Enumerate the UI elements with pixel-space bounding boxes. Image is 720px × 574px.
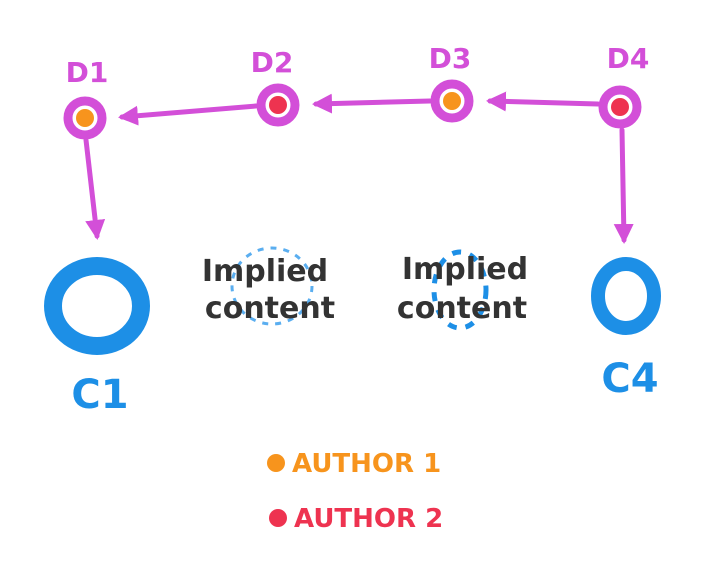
arrow-d4-c4 (613, 127, 634, 244)
author1-dot (443, 92, 461, 110)
author1-dot (267, 454, 285, 472)
content-label: C1 (71, 372, 128, 418)
node-label: D2 (251, 46, 294, 79)
legend: AUTHOR 1 AUTHOR 2 (267, 449, 443, 534)
implied-dashed-circle (431, 249, 489, 331)
implied-label-line1: Implied (202, 254, 328, 289)
content-c1: C1 (44, 257, 150, 418)
arrow-d2-d1 (118, 103, 259, 126)
implied-label-line2: content (397, 291, 527, 326)
node-d1: D1 (63, 56, 109, 140)
author2-dot (269, 509, 287, 527)
implied-label-line1: Implied (402, 252, 528, 287)
node-d4: D4 (598, 42, 650, 129)
implied-dashed-circle (230, 246, 314, 326)
arrow-d4-d3 (486, 91, 601, 112)
author1-dot (76, 109, 94, 127)
content-c4: C4 (591, 257, 661, 402)
legend-label: AUTHOR 1 (292, 449, 441, 479)
implied-label-line2: content (205, 291, 335, 326)
node-d2: D2 (251, 46, 300, 127)
arrow-d1-c1 (83, 137, 106, 240)
node-d3: D3 (429, 42, 474, 123)
node-label: D3 (429, 42, 472, 75)
node-label: D1 (66, 56, 109, 89)
content-label: C4 (601, 356, 658, 402)
node-label: D4 (607, 42, 650, 75)
legend-label: AUTHOR 2 (294, 504, 443, 534)
author2-dot (611, 98, 629, 116)
arrow-d3-d2 (312, 93, 433, 114)
author2-dot (269, 96, 287, 114)
